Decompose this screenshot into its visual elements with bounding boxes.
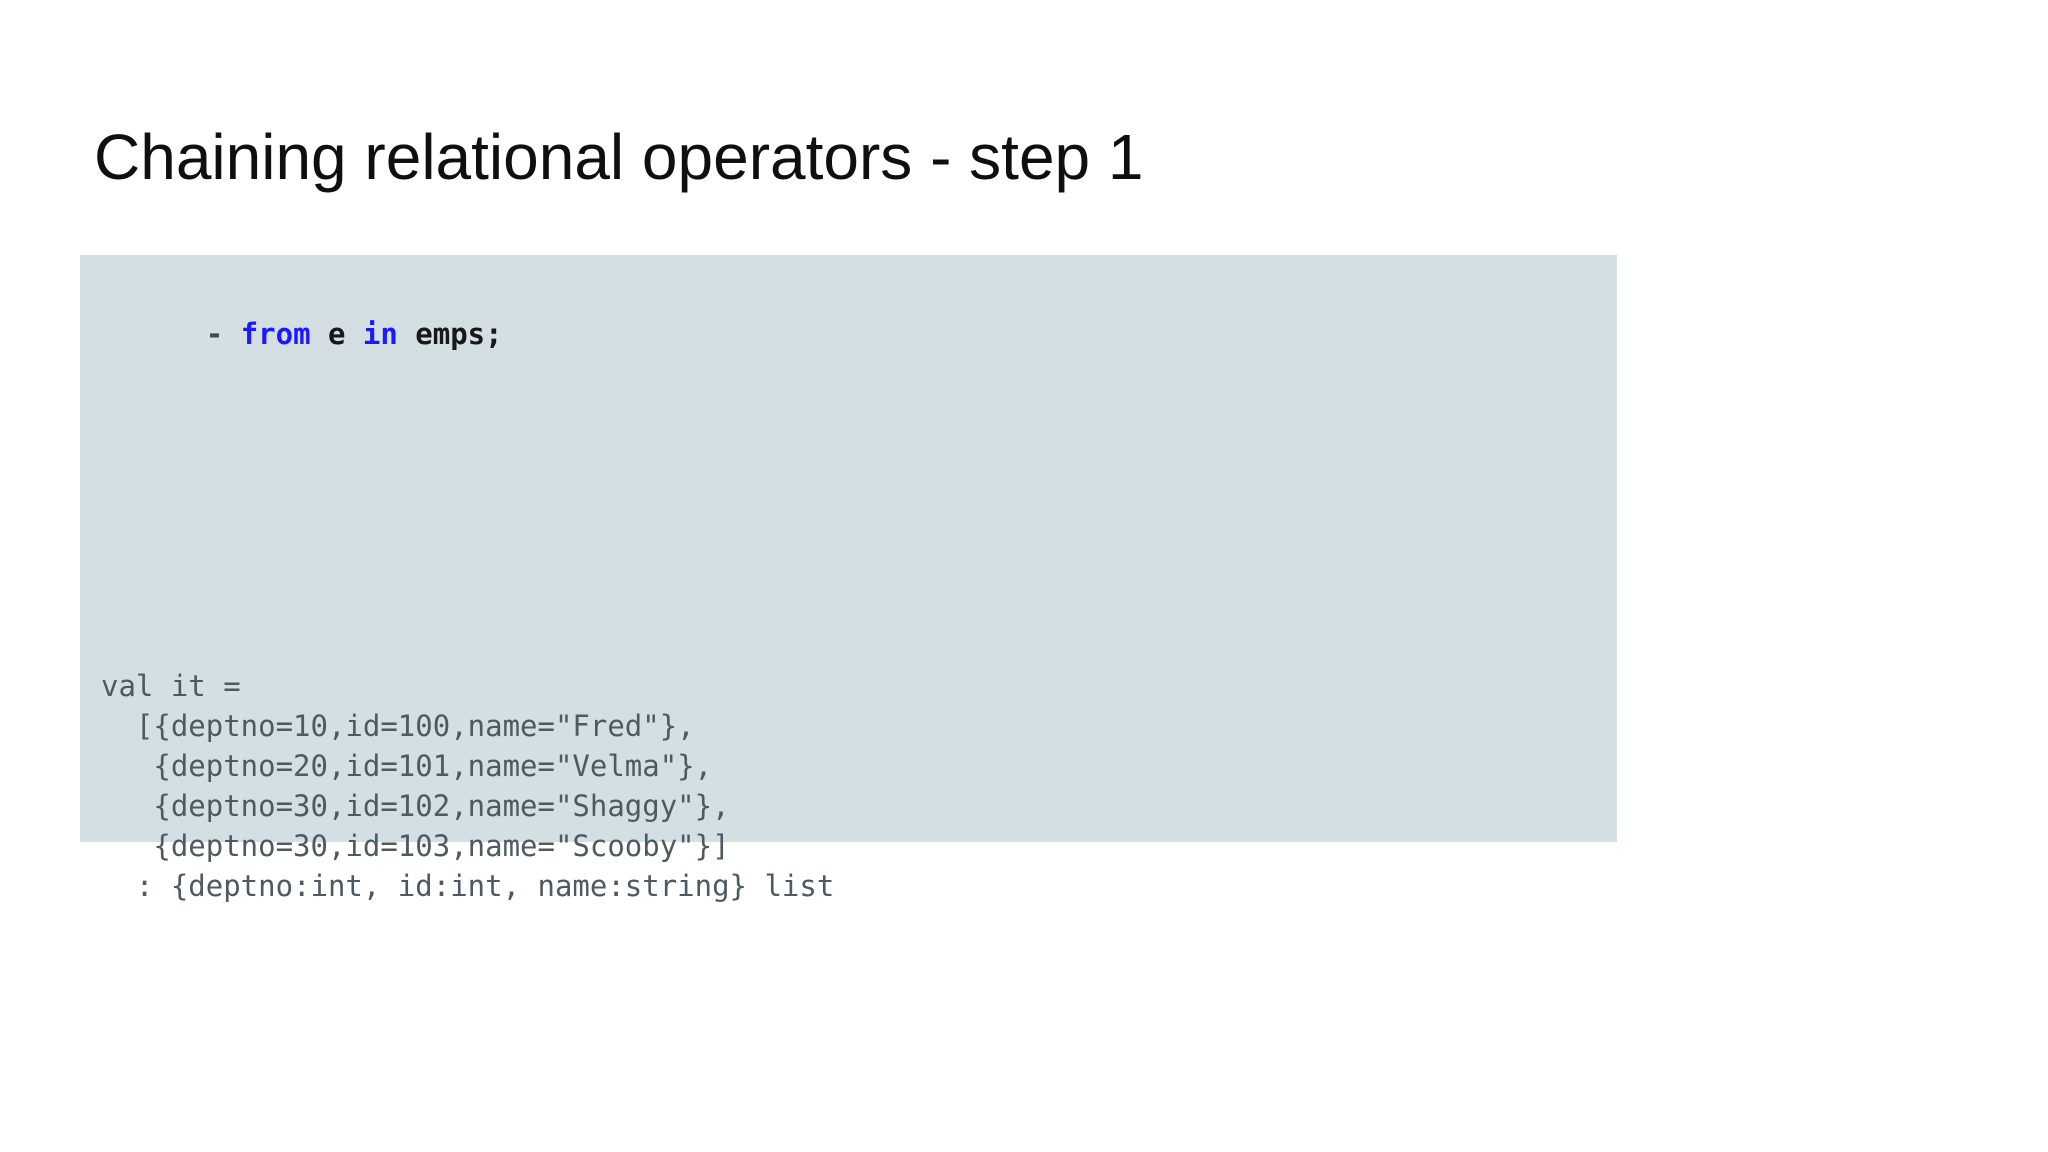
repl-output-line: [{deptno=10,id=100,name="Fred"}, [101, 709, 695, 743]
repl-output-line: {deptno=30,id=102,name="Shaggy"}, [101, 789, 730, 823]
slide-title: Chaining relational operators - step 1 [94, 121, 1144, 193]
repl-output-line: {deptno=20,id=101,name="Velma"}, [101, 749, 713, 783]
repl-output-line: val it = [101, 669, 241, 703]
repl-input-line: - from e in emps; [101, 274, 1617, 394]
code-identifier-emps: emps; [397, 317, 503, 351]
blank-gap [101, 394, 1617, 666]
repl-output-line: {deptno=30,id=103,name="Scooby"}] [101, 829, 730, 863]
keyword-from: from [240, 317, 311, 351]
repl-output-line: : {deptno:int, id:int, name:string} list [101, 869, 835, 903]
repl-code-block: - from e in emps; val it = [{deptno=10,i… [80, 255, 1617, 903]
repl-prompt-dash: - [205, 317, 241, 351]
code-identifier-e: e [310, 317, 363, 351]
keyword-in: in [362, 317, 398, 351]
